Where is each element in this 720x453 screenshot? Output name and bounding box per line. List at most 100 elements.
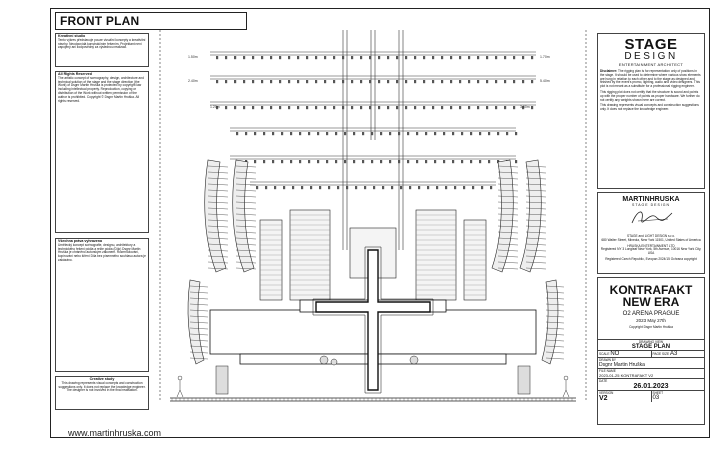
light-fixture: [326, 132, 329, 136]
right-inner-speaker-array: [491, 159, 514, 273]
light-fixture: [432, 56, 435, 60]
light-fixture: [513, 80, 516, 84]
light-fixture: [436, 186, 439, 190]
dimension-label: 1.70m: [540, 55, 550, 59]
light-fixture: [373, 186, 376, 190]
light-fixture: [234, 106, 237, 110]
light-fixture: [216, 56, 219, 60]
light-fixture: [216, 106, 219, 110]
light-fixture: [443, 160, 446, 164]
light-fixture: [515, 132, 518, 136]
light-fixture: [432, 80, 435, 84]
website-url[interactable]: www.martinhruska.com: [68, 428, 162, 438]
company-1-addr: 680 Walter Street, Mineola, New York 115…: [601, 237, 701, 242]
light-fixture: [472, 186, 475, 190]
light-fixture: [522, 56, 525, 60]
light-fixture: [256, 186, 259, 190]
light-fixture: [407, 132, 410, 136]
creative-study-note: Creative study This drawing represents v…: [55, 376, 149, 410]
light-fixture: [407, 160, 410, 164]
light-fixture: [306, 80, 309, 84]
scale-label: SCALE: [599, 351, 610, 356]
light-fixture: [324, 56, 327, 60]
light-fixture: [459, 56, 462, 60]
light-fixture: [452, 160, 455, 164]
designer-block: MARTINHRUSKA STAGE DESIGN STAGE and LIGH…: [597, 192, 705, 274]
light-fixture: [252, 106, 255, 110]
creative-study-heading: Creative study: [89, 377, 115, 381]
light-fixture: [344, 160, 347, 164]
light-fixture: [279, 106, 282, 110]
light-fixture: [355, 186, 358, 190]
size-label: PAGE SIZE: [652, 351, 670, 356]
right-stage-speaker: [517, 365, 531, 395]
light-fixture: [306, 56, 309, 60]
light-fixture: [315, 80, 318, 84]
light-fixture: [414, 106, 417, 110]
light-fixture: [382, 186, 385, 190]
signature-icon: [631, 211, 673, 224]
light-fixture: [405, 56, 408, 60]
drawing-view: STAGE PLAN: [631, 343, 671, 350]
light-fixture: [281, 132, 284, 136]
light-fixture: [387, 56, 390, 60]
light-fixture: [261, 56, 264, 60]
light-fixture: [531, 56, 534, 60]
title-block: KONTRAFAKT NEW ERA O2 ARENA PRAGUE 2023 …: [597, 277, 705, 425]
light-fixture: [216, 80, 219, 84]
version-value: V2: [599, 394, 608, 402]
creative-note-text: Tento výkres představuje pouze vizuální …: [58, 37, 146, 50]
page-title: FRONT PLAN: [60, 14, 140, 28]
light-fixture: [333, 80, 336, 84]
date-label: DATE: [599, 378, 608, 383]
light-fixture: [288, 80, 291, 84]
size-value: A3: [669, 350, 678, 357]
light-fixture: [389, 160, 392, 164]
light-fixture: [328, 186, 331, 190]
light-fixture: [389, 132, 392, 136]
light-fixture: [297, 106, 300, 110]
light-fixture: [380, 132, 383, 136]
light-fixture: [252, 80, 255, 84]
light-fixture: [263, 132, 266, 136]
light-fixture: [531, 106, 534, 110]
left-inner-speaker-array: [232, 159, 255, 273]
light-fixture: [391, 186, 394, 190]
company-3-addr: Registered Czech Republic, Evropan 2024/…: [605, 256, 697, 261]
light-fixture: [450, 106, 453, 110]
light-fixture: [504, 56, 507, 60]
light-fixture: [272, 132, 275, 136]
light-fixture: [427, 186, 430, 190]
light-fixture: [398, 132, 401, 136]
rights-note: All Rights Reserved The artistic concept…: [55, 71, 149, 233]
disclaimer-block: STAGE DESIGN ENTERTAINMENT ARCHITECT Dis…: [597, 33, 705, 189]
light-fixture: [351, 56, 354, 60]
light-fixture: [461, 160, 464, 164]
light-fixture: [461, 132, 464, 136]
light-fixture: [292, 186, 295, 190]
designer-name: MARTINHRUSKA: [622, 196, 680, 203]
light-fixture: [396, 56, 399, 60]
light-fixture: [342, 80, 345, 84]
disclaimer-heading: Disclaimer:: [600, 69, 618, 73]
version-label: VERSION: [599, 390, 614, 395]
light-fixture: [279, 80, 282, 84]
light-fixture: [333, 56, 336, 60]
light-fixture: [243, 80, 246, 84]
light-fixture: [441, 56, 444, 60]
czech-note-heading: Všechna práva vyhrazena: [58, 239, 102, 243]
light-fixture: [441, 106, 444, 110]
left-stage-speaker: [215, 365, 229, 395]
light-fixture: [234, 56, 237, 60]
light-fixture: [299, 160, 302, 164]
light-fixture: [326, 160, 329, 164]
light-fixture: [344, 132, 347, 136]
light-fixture: [261, 106, 264, 110]
light-fixture: [342, 56, 345, 60]
light-fixture: [346, 186, 349, 190]
company-2: HRUSKA ENTERTAINMENT LTD: [627, 243, 675, 248]
designer-sub: STAGE DESIGN: [632, 203, 670, 207]
light-fixture: [342, 106, 345, 110]
light-fixture: [495, 80, 498, 84]
light-fixture: [333, 106, 336, 110]
